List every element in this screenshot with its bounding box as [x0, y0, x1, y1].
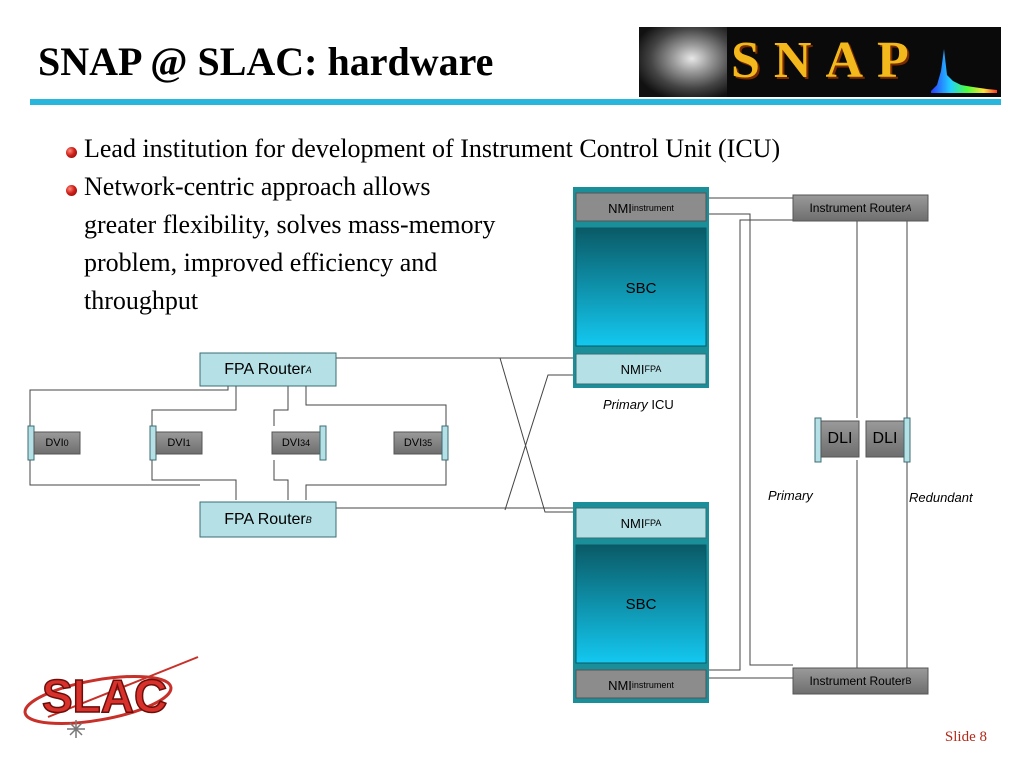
- slac-logo-text: SLAC: [42, 670, 167, 722]
- page-title: SNAP @ SLAC: hardware: [38, 39, 494, 84]
- bullet-text: Lead institution for development of Inst…: [84, 134, 781, 163]
- redundant-sbc-node: [575, 544, 707, 664]
- redundant-nmi-fpa-node: [575, 507, 707, 539]
- dli-primary-label: DLI: [827, 430, 853, 447]
- spectrum-icon: [931, 49, 997, 93]
- instrument-router-a-node: [792, 194, 929, 222]
- dli-redundant-label: DLI: [872, 430, 898, 447]
- fpa-router-a-node: [199, 352, 337, 387]
- bullet-icon: [66, 185, 77, 196]
- dli-primary-caption: Primary: [768, 488, 813, 503]
- primary-nmi-instrument-node: [575, 192, 707, 222]
- primary-sbc-label: SBC: [625, 279, 657, 297]
- dli-nodes: [814, 417, 911, 463]
- galaxy-image: [639, 27, 727, 97]
- starburst-icon: [67, 720, 85, 738]
- dli-redundant-caption: Redundant: [909, 490, 973, 505]
- slide-number: Slide 8: [944, 729, 987, 745]
- primary-nmi-fpa-node: [575, 353, 707, 385]
- redundant-sbc-label: SBC: [625, 595, 657, 613]
- bullet-item: Lead institution for development of Inst…: [66, 130, 926, 168]
- snap-logo: SNAP: [639, 27, 1001, 97]
- primary-sbc-node: [575, 227, 707, 347]
- dvi-nodes: [27, 425, 449, 461]
- bullet-icon: [66, 147, 77, 158]
- fpa-router-b-node: [199, 501, 337, 538]
- redundant-nmi-instrument-node: [575, 669, 707, 699]
- slac-logo: SLAC: [23, 656, 199, 738]
- bullet-text: Network-centric approach allows greater …: [84, 172, 496, 315]
- snap-logo-text: SNAP: [731, 32, 923, 89]
- connection-lines: [29, 197, 908, 679]
- instrument-router-b-node: [792, 667, 929, 695]
- bullet-list: Lead institution for development of Inst…: [66, 130, 926, 320]
- title-divider: [30, 99, 1001, 105]
- bullet-item: Network-centric approach allows greater …: [66, 168, 926, 320]
- primary-icu-caption: Primary ICU: [603, 397, 674, 412]
